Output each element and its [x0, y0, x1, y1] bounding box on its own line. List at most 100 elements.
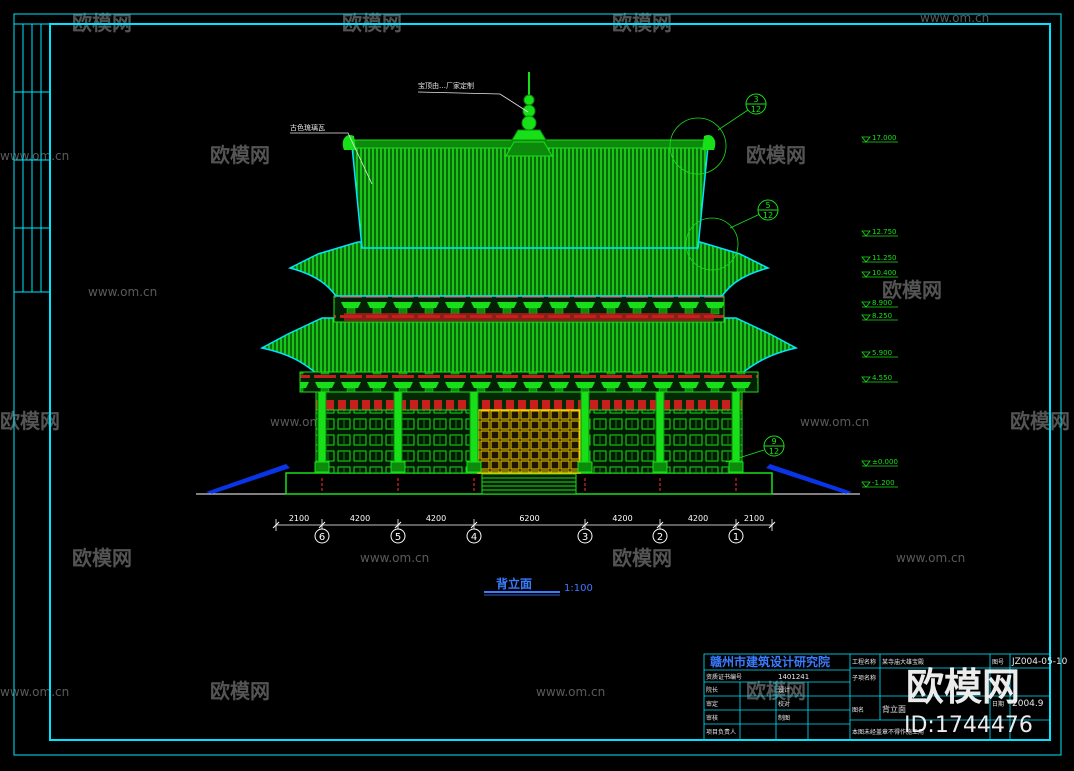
watermark-site-layer: www.om.cn www.om.cn www.om.cn www.om.cn … — [0, 11, 989, 699]
svg-text:图名: 图名 — [852, 706, 864, 714]
elevation-label: 8.250 — [872, 312, 892, 320]
finial-note: 宝顶由…厂家定制 — [418, 81, 474, 90]
column-base — [390, 461, 406, 473]
axis-label: 1 — [733, 532, 739, 543]
dimension-tick — [272, 519, 280, 531]
elevation-label: 8.900 — [872, 299, 892, 307]
detail-callout-3: 9 12 — [763, 435, 785, 457]
column — [580, 385, 590, 467]
dimension-label: 4200 — [612, 514, 632, 523]
axis-marker: 5 — [390, 478, 406, 544]
svg-text:www.om.cn: www.om.cn — [360, 551, 429, 565]
elevation-mark: 17.000 — [861, 134, 898, 143]
view-title-scale: 1:100 — [564, 583, 593, 594]
axis-label: 2 — [657, 532, 663, 543]
title-role: 审定 — [706, 700, 718, 708]
dimension-label: 2100 — [289, 514, 309, 523]
elevation-label: 5.900 — [872, 349, 892, 357]
view-title-name: 背立面 — [496, 576, 532, 591]
watermark-layer: 欧模网 欧模网 欧模网 欧模网 欧模网 欧模网 欧模网 欧模网 欧模网 欧模网 … — [0, 11, 1070, 703]
lower-bracket-set — [299, 371, 759, 393]
upper-red-beam — [344, 313, 714, 321]
lower-roof — [259, 317, 799, 375]
title-role: 制图 — [778, 714, 790, 722]
dimension-label: 4200 — [688, 514, 708, 523]
dimension-label: 6200 — [519, 514, 539, 523]
svg-text:www.om.cn: www.om.cn — [536, 685, 605, 699]
watermark-logo: 欧模网 — [210, 143, 270, 167]
svg-text:www.om.cn: www.om.cn — [0, 149, 69, 163]
svg-text:12: 12 — [763, 211, 773, 220]
axis-label: 6 — [319, 532, 325, 543]
svg-text:欧模网: 欧模网 — [210, 679, 270, 703]
svg-text:5: 5 — [765, 201, 770, 210]
column-base — [652, 461, 668, 473]
detail-callout-1: 3 12 — [745, 93, 767, 115]
elevation-mark: 12.750 — [861, 228, 898, 237]
dimension-label: 4200 — [426, 514, 446, 523]
svg-text:背立面: 背立面 — [882, 704, 906, 714]
title-role: 审核 — [706, 714, 718, 722]
elevation-label: 10.400 — [872, 269, 897, 277]
ridge-ornament-left — [342, 134, 356, 150]
axis-marker: 2 — [652, 478, 668, 544]
svg-text:工程名称: 工程名称 — [852, 658, 876, 666]
upper-roof-main — [351, 145, 709, 249]
id-watermark: ID:1744476 — [904, 713, 1033, 738]
svg-text:3: 3 — [753, 95, 758, 104]
elevation-label: ±0.000 — [872, 458, 898, 466]
svg-text:欧模网: 欧模网 — [210, 143, 270, 167]
svg-text:www.om.cn: www.om.cn — [896, 551, 965, 565]
front-stairs — [481, 472, 577, 495]
axis-label: 4 — [471, 532, 477, 543]
elevation-mark: 11.250 — [861, 254, 898, 263]
elevation-label: -1.200 — [872, 479, 895, 487]
elevation-label: 4.550 — [872, 374, 892, 382]
column-base — [728, 461, 744, 473]
temple-elevation — [196, 72, 860, 495]
svg-text:12: 12 — [769, 447, 779, 456]
annotation-layer — [290, 91, 765, 463]
column — [393, 385, 403, 467]
column-base — [314, 461, 330, 473]
left-ramp-rail — [206, 464, 290, 494]
elevation-mark: 10.400 — [861, 269, 898, 278]
big-logo-watermark: 欧模网 — [906, 665, 1020, 709]
svg-text:子项名称: 子项名称 — [852, 674, 876, 682]
title-role: 设计 — [778, 686, 790, 694]
foreground-watermark: 欧模网 ID:1744476 — [904, 665, 1033, 738]
roof-note: 古色琉璃瓦 — [290, 123, 325, 132]
column-group — [314, 385, 744, 473]
drawing-frame — [13, 13, 1062, 756]
title-role: 院长 — [706, 686, 718, 694]
column — [317, 385, 327, 467]
title-block — [703, 653, 1051, 741]
svg-text:www.om.cn: www.om.cn — [920, 11, 989, 25]
svg-text:欧模网: 欧模网 — [612, 546, 672, 570]
axis-marker: 6 — [314, 478, 330, 544]
elevation-label: 11.250 — [872, 254, 897, 262]
institute-name: 赣州市建筑设计研究院 — [710, 654, 830, 669]
elevation-mark: -1.200 — [861, 479, 898, 488]
annotation-text: 宝顶由…厂家定制 古色琉璃瓦 — [290, 81, 474, 132]
svg-text:欧模网: 欧模网 — [746, 143, 806, 167]
svg-text:某寺庙大雄宝殿: 某寺庙大雄宝殿 — [882, 658, 924, 666]
svg-text:图号: 图号 — [992, 659, 1004, 666]
svg-text:欧模网: 欧模网 — [882, 278, 942, 302]
svg-text:日期: 日期 — [992, 700, 1004, 708]
upper-roof-eave — [287, 241, 771, 297]
axis-marker: 4 — [466, 478, 482, 544]
svg-text:9: 9 — [771, 437, 776, 446]
detail-callout-2: 5 12 — [757, 199, 779, 221]
column — [655, 385, 665, 467]
watermark-logo: 欧模网 — [746, 143, 806, 167]
svg-text:欧模网: 欧模网 — [72, 546, 132, 570]
column-base — [577, 461, 593, 473]
dimension-label: 2100 — [744, 514, 764, 523]
watermark-logo: 欧模网 — [1010, 409, 1070, 433]
elevation-mark: ±0.000 — [861, 458, 898, 467]
elevation-mark: 4.550 — [861, 374, 898, 383]
dimension-tick — [768, 519, 776, 531]
